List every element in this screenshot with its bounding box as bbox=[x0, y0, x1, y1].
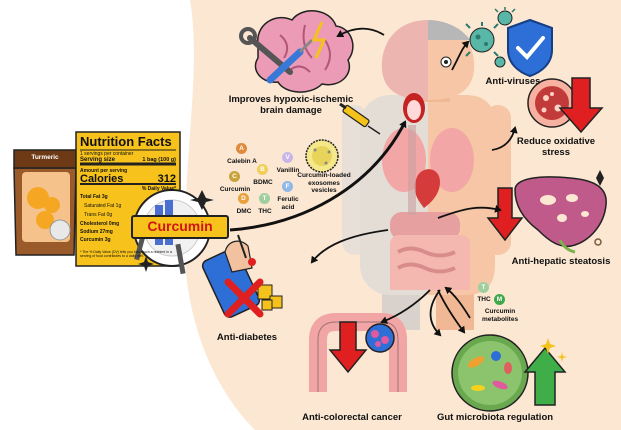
arrow-brain bbox=[336, 27, 385, 37]
serving-size-value: 1 bag (100 g) bbox=[142, 157, 176, 163]
compound-label-dmc: DMC bbox=[236, 208, 252, 215]
label-microbiota: Gut microbiota regulation bbox=[436, 412, 554, 423]
nutrition-servings: 1 servings per container bbox=[80, 151, 134, 157]
curcumin-sign-box bbox=[131, 215, 229, 239]
diabetes-icon bbox=[201, 234, 283, 318]
brain-icon bbox=[239, 10, 354, 93]
arrow-virus bbox=[451, 40, 470, 71]
arrow-diabetes bbox=[310, 229, 389, 264]
compound-label-curcumin: Curcumin bbox=[219, 186, 251, 193]
gut-label-thc: THC bbox=[477, 296, 491, 303]
compound-dot-bdmc: B bbox=[257, 164, 268, 175]
gut-label-metabolites: Curcumin metabolites bbox=[481, 308, 519, 323]
arrow-microbiota-b bbox=[429, 289, 442, 337]
microbiota-icon bbox=[451, 334, 567, 412]
nutrition-row: Trans Fat 0g bbox=[84, 212, 113, 218]
label-colorectal: Anti-colorectal cancer bbox=[302, 412, 402, 423]
serving-size-label: Serving size bbox=[80, 157, 116, 163]
calories-label: Calories bbox=[80, 173, 124, 185]
virus-shield-icon bbox=[465, 7, 553, 78]
compound-dot-vanillin: V bbox=[282, 152, 293, 163]
nutrition-row: Saturated Fat 1g bbox=[84, 203, 122, 209]
compound-label-ferulic: Ferulic acid bbox=[277, 196, 299, 211]
compound-dot-dmc: D bbox=[238, 193, 249, 204]
label-hepatic: Anti-hepatic steatosis bbox=[511, 256, 611, 267]
nutrition-title: Nutrition Facts bbox=[80, 134, 172, 149]
calories-value: 312 bbox=[157, 173, 176, 185]
daily-value-header: % Daily Value* bbox=[141, 186, 176, 192]
compound-dot-thc: T bbox=[259, 193, 270, 204]
arrow-oxidative bbox=[491, 126, 518, 151]
label-diabetes: Anti-diabetes bbox=[216, 332, 278, 343]
compound-dot-ferulic: F bbox=[282, 181, 293, 192]
oxidative-stress-icon bbox=[527, 77, 604, 134]
label-virus: Anti-viruses bbox=[485, 76, 541, 87]
exosome-vesicle-icon bbox=[305, 139, 339, 173]
vesicle-label: Curcumin-loaded exosomes vesicles bbox=[297, 172, 351, 194]
label-oxidative: Reduce oxidative stress bbox=[516, 136, 596, 158]
compound-label-bdmc: BDMC bbox=[253, 179, 273, 186]
colon-icon bbox=[309, 313, 407, 392]
arrow-microbiota-a bbox=[437, 289, 466, 334]
arrow-curcumin-to-mouth bbox=[229, 120, 407, 232]
compound-label-calebin: Calebin A bbox=[227, 158, 257, 165]
compound-label-vanillin: Vanillin bbox=[276, 167, 300, 174]
curcumin-sign-text: Curcumin bbox=[147, 218, 213, 234]
liver-icon bbox=[486, 170, 607, 254]
turmeric-bag-illustration bbox=[13, 149, 77, 256]
arrow-colon bbox=[380, 289, 431, 324]
nutrition-row: Curcumin 3g bbox=[80, 237, 111, 243]
syringe-icon bbox=[339, 102, 381, 135]
label-brain: Improves hypoxic-ischemic brain damage bbox=[228, 94, 354, 116]
nutrition-row: Sodium 27mg bbox=[80, 229, 113, 235]
nutrition-row: Total Fat 3g bbox=[80, 194, 108, 200]
compound-dot-calebin: A bbox=[236, 143, 247, 154]
arrow-hepatic bbox=[437, 204, 502, 219]
arrow-gut-compounds bbox=[444, 286, 471, 319]
arrows bbox=[310, 27, 518, 337]
gut-dot-thc: T bbox=[478, 282, 489, 293]
nutrition-footnote: * The % Daily Value (DV) tells you how m… bbox=[80, 250, 172, 258]
gut-dot-metabolites: M bbox=[494, 294, 505, 305]
bag-label: Turmeric bbox=[31, 154, 59, 161]
compound-label-thc: THC bbox=[258, 208, 272, 215]
amount-label: Amount per serving bbox=[80, 168, 128, 174]
nutrition-row: Cholesterol 0mg bbox=[80, 221, 120, 227]
compound-dot-curcumin: C bbox=[229, 171, 240, 182]
human-body-illustration bbox=[342, 20, 511, 330]
